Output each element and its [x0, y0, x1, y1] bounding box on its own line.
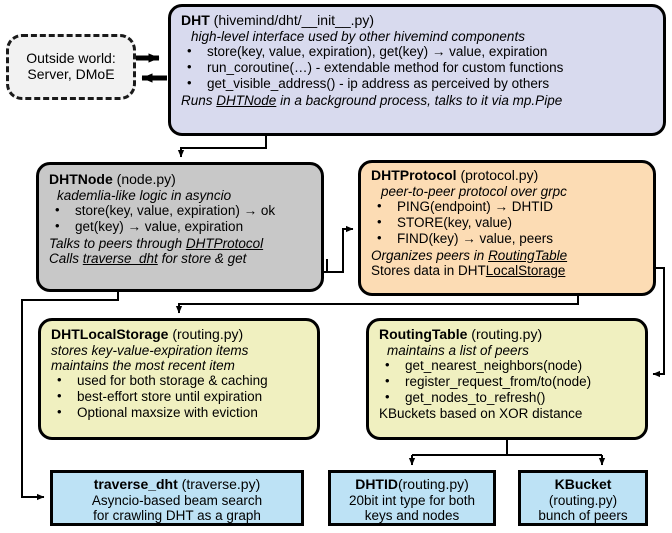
wire-routingtable-to-leaves	[408, 438, 606, 466]
protocol-bullet-1: STORE(key, value)	[371, 214, 647, 231]
protocol-bullet-0: PING(endpoint) → DHTID	[371, 198, 647, 215]
node-dhtnode[interactable]: DHTNode (node.py) kademlia-like logic in…	[36, 162, 324, 292]
dhtnode-name: DHTNode	[49, 171, 113, 187]
dhtnode-title: DHTNode (node.py)	[49, 171, 315, 188]
routingtable-title: RoutingTable (routing.py)	[379, 326, 639, 343]
outside-world-line1: Outside world:	[26, 50, 116, 67]
dhtnode-footer-2: Calls traverse_dht for store & get	[49, 251, 315, 266]
routingtable-file: (routing.py)	[467, 326, 543, 342]
wire-outside-to-dht	[134, 53, 167, 83]
node-dht[interactable]: DHT (hivemind/dht/__init__.py) high-leve…	[168, 4, 666, 136]
protocol-name: DHTProtocol	[371, 167, 457, 183]
localstorage-name: DHTLocalStorage	[51, 326, 169, 342]
protocol-title: DHTProtocol (protocol.py)	[371, 167, 647, 184]
protocol-bullet-2: FIND(key) → value, peers	[371, 230, 647, 247]
dht-bullet-1: run_coroutine(…) - extendable method for…	[181, 59, 655, 76]
dhtnode-bullet-0: store(key, value, expiration) → ok	[49, 202, 315, 219]
dht-bullet-0: store(key, value, expiration), get(key) …	[181, 43, 655, 60]
kbucket-title: KBucket	[525, 476, 641, 493]
protocol-file: (protocol.py)	[456, 167, 539, 183]
localstorage-subtitle-1: stores key-value-expiration items	[51, 342, 249, 358]
routingtable-footer: KBuckets based on XOR distance	[379, 405, 583, 421]
kbucket-name: KBucket	[554, 476, 612, 492]
node-routingtable[interactable]: RoutingTable (routing.py) maintains a li…	[366, 318, 648, 440]
traverse-line-1: Asyncio-based beam search	[91, 492, 263, 508]
dhtnode-footer1-pre: Talks to peers through	[49, 235, 186, 251]
routingtable-bullets: get_nearest_neighbors(node) register_req…	[379, 357, 639, 406]
dht-footer: Runs DHTNode in a background process, ta…	[181, 93, 655, 108]
dhtnode-link-traverse-dht[interactable]: traverse_dht	[82, 250, 158, 266]
routingtable-subtitle: maintains a list of peers	[387, 342, 529, 358]
dhtnode-footer2-pre: Calls	[49, 250, 83, 266]
dht-footer-pre: Runs	[181, 92, 217, 108]
dhtnode-subtitle: kademlia-like logic in asyncio	[57, 187, 232, 203]
protocol-footer1-pre: Organizes peers in	[371, 247, 489, 263]
dhtid-title: DHTID(routing.py)	[335, 476, 489, 493]
localstorage-subtitle-2: maintains the most recent item	[51, 357, 235, 373]
traverse-name: traverse_dht	[93, 476, 178, 492]
traverse-file: (traverse.py)	[177, 476, 261, 492]
dht-title: DHT (hivemind/dht/__init__.py)	[181, 12, 655, 29]
outside-world-line2: Server, DMoE	[27, 66, 115, 82]
localstorage-bullet-2: Optional maxsize with eviction	[51, 404, 311, 421]
dhtnode-bullet-1: get(key) → value, expiration	[49, 218, 315, 235]
protocol-footer-1: Organizes peers in RoutingTable	[371, 248, 647, 263]
dhtnode-footer-1: Talks to peers through DHTProtocol	[49, 236, 315, 251]
kbucket-line-1: bunch of peers	[538, 507, 628, 523]
dht-bullet-2: get_visible_address() - ip address as pe…	[181, 75, 655, 92]
dht-subtitle: high-level interface used by other hivem…	[191, 28, 525, 44]
protocol-link-localstorage[interactable]: LocalStorage	[485, 262, 566, 278]
routingtable-name: RoutingTable	[379, 326, 468, 342]
outside-world-text: Outside world: Server, DMoE	[26, 51, 115, 82]
dhtnode-link-dhtprotocol[interactable]: DHTProtocol	[185, 235, 264, 251]
dhtid-file: (routing.py)	[397, 476, 469, 492]
dht-link-dhtnode[interactable]: DHTNode	[216, 92, 277, 108]
routingtable-bullet-0: get_nearest_neighbors(node)	[379, 357, 639, 374]
node-kbucket[interactable]: KBucket (routing.py) bunch of peers	[518, 470, 648, 526]
localstorage-title: DHTLocalStorage (routing.py)	[51, 326, 311, 343]
localstorage-bullet-0: used for both storage & caching	[51, 372, 311, 389]
traverse-title: traverse_dht (traverse.py)	[59, 476, 295, 493]
protocol-subtitle: peer-to-peer protocol over grpc	[381, 183, 567, 199]
node-dhtlocalstorage[interactable]: DHTLocalStorage (routing.py) stores key-…	[38, 318, 320, 440]
dhtid-line-2: keys and nodes	[364, 507, 460, 523]
node-dhtprotocol[interactable]: DHTProtocol (protocol.py) peer-to-peer p…	[358, 160, 656, 296]
routingtable-bullet-1: register_request_from/to(node)	[379, 373, 639, 390]
dhtnode-file: (node.py)	[112, 171, 176, 187]
wire-dhtnode-to-protocol	[319, 225, 354, 273]
node-dhtid[interactable]: DHTID(routing.py) 20bit int type for bot…	[328, 470, 496, 526]
dht-footer-post: in a background process, talks to it via…	[276, 92, 563, 108]
protocol-footer2-pre: Stores data in DHT	[371, 262, 486, 278]
traverse-line-2: for crawling DHT as a graph	[93, 507, 261, 523]
dhtnode-footer2-post: for store & get	[157, 250, 247, 266]
localstorage-file: (routing.py)	[168, 326, 244, 342]
routingtable-bullet-2: get_nodes_to_refresh()	[379, 389, 639, 406]
node-traverse-dht[interactable]: traverse_dht (traverse.py) Asyncio-based…	[50, 470, 304, 526]
dhtid-line-1: 20bit int type for both	[348, 492, 476, 508]
node-outside-world[interactable]: Outside world: Server, DMoE	[6, 34, 136, 100]
dhtnode-bullets: store(key, value, expiration) → ok get(k…	[49, 202, 315, 235]
dht-bullets: store(key, value, expiration), get(key) …	[181, 43, 655, 92]
localstorage-bullets: used for both storage & caching best-eff…	[51, 372, 311, 421]
protocol-bullets: PING(endpoint) → DHTID STORE(key, value)…	[371, 198, 647, 247]
dht-file: (hivemind/dht/__init__.py)	[209, 12, 374, 28]
protocol-footer-2: Stores data in DHTLocalStorage	[371, 263, 647, 278]
kbucket-file: (routing.py)	[548, 492, 618, 508]
localstorage-bullet-1: best-effort store until expiration	[51, 388, 311, 405]
dhtid-name: DHTID	[355, 476, 398, 492]
protocol-link-routingtable[interactable]: RoutingTable	[488, 247, 568, 263]
dht-name: DHT	[181, 12, 210, 28]
